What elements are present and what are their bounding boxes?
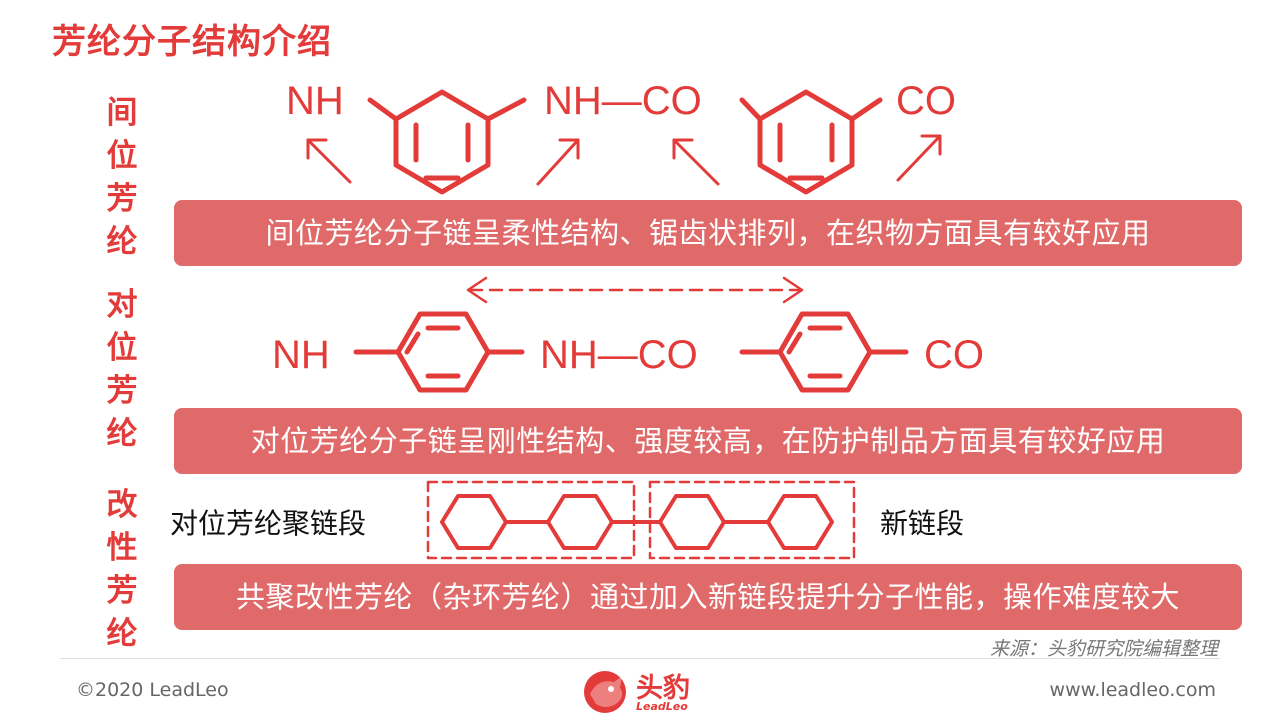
meta-bond-right — [485, 97, 527, 122]
meta-nh-label: NH — [286, 79, 344, 123]
meta-bond-left-2 — [739, 97, 763, 122]
modified-chain-segments — [440, 494, 834, 550]
source-note: 来源：头豹研究院编辑整理 — [989, 638, 1218, 660]
page-title: 芳纶分子结构介绍 — [52, 22, 332, 62]
meta-co-label: CO — [896, 79, 956, 123]
arrow-up-left-2 — [672, 138, 720, 186]
arrow-up-left-1 — [306, 138, 352, 184]
meta-benzene-ring-2 — [757, 89, 855, 195]
leadleo-logo: 头豹 LeadLeo — [578, 664, 708, 718]
description-bar-meta: 间位芳纶分子链呈柔性结构、锯齿状排列，在织物方面具有较好应用 — [174, 200, 1242, 266]
logo-text-cn: 头豹 — [636, 673, 690, 704]
section-label-modified: 改性芳纶 — [106, 487, 138, 652]
new-segment-box — [648, 480, 856, 560]
footer-website: www.leadleo.com — [1049, 679, 1216, 701]
logo-text-en: LeadLeo — [636, 700, 688, 713]
footer-divider — [60, 658, 1220, 659]
meta-benzene-ring-1 — [393, 89, 491, 195]
arrow-up-right-1 — [536, 138, 580, 186]
para-benzene-ring-2 — [777, 311, 873, 393]
para-co-label: CO — [924, 333, 984, 377]
para-benzene-ring-1 — [395, 311, 491, 393]
para-length-dashed-arrow — [466, 276, 804, 304]
leopard-logo-icon — [584, 671, 626, 713]
footer-copyright: ©2020 LeadLeo — [76, 679, 229, 701]
section-label-meta: 间位芳纶 — [106, 95, 138, 260]
para-amide-label: NH—CO — [540, 333, 698, 377]
meta-amide-label: NH—CO — [544, 79, 702, 123]
arrow-up-right-2 — [896, 134, 942, 182]
para-nh-label: NH — [272, 333, 330, 377]
description-bar-para: 对位芳纶分子链呈刚性结构、强度较高，在防护制品方面具有较好应用 — [174, 408, 1242, 474]
meta-bond-left — [367, 97, 399, 122]
description-bar-modified: 共聚改性芳纶（杂环芳纶）通过加入新链段提升分子性能，操作难度较大 — [174, 564, 1242, 630]
meta-bond-right-2 — [849, 97, 883, 122]
para-segment-box — [426, 480, 636, 560]
segment-label-new: 新链段 — [880, 507, 965, 540]
section-label-para: 对位芳纶 — [106, 287, 138, 452]
segment-label-para: 对位芳纶聚链段 — [170, 507, 367, 540]
